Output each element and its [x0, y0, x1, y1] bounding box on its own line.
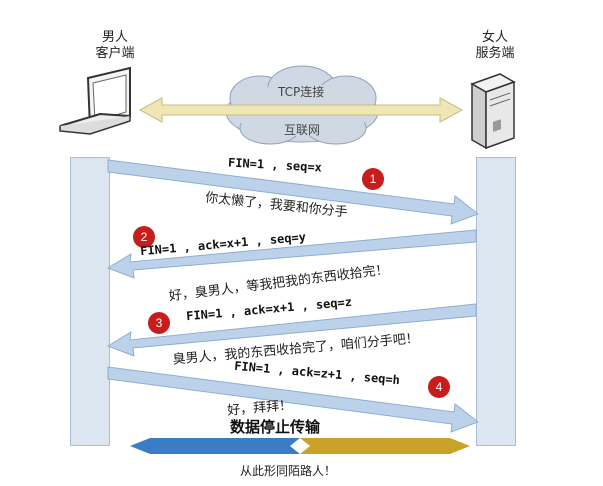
footer-subtitle: 从此形同陌路人！: [240, 464, 337, 478]
step-3-arrow: [106, 303, 477, 357]
step-4-arrow: [107, 366, 480, 433]
client-label-line2: 客户端: [95, 46, 135, 61]
server-label-line1: 女人: [481, 30, 508, 45]
step-3-badge: 3: [148, 312, 170, 334]
footer-title: 数据停止传输: [230, 418, 321, 436]
server-tower-icon: [470, 73, 516, 150]
step-2-badge: 2: [133, 226, 155, 248]
step-1-badge: 1: [362, 168, 384, 190]
step-4-badge: 4: [428, 376, 450, 398]
tcp-connection-label: TCP连接: [278, 85, 325, 99]
client-label: 男人 客户端: [80, 30, 150, 62]
footer-left-arrow: [130, 438, 300, 454]
laptop-icon: [59, 66, 131, 135]
step-1-arrow: [107, 159, 480, 225]
internet-label: 互联网: [284, 123, 321, 137]
footer-right-arrow: [300, 438, 470, 454]
server-label: 女人 服务端: [460, 30, 530, 62]
tcp-connection-arrow: [138, 97, 464, 123]
client-lifeline: [70, 157, 110, 446]
server-lifeline: [476, 157, 516, 446]
step-2-arrow: [106, 229, 477, 279]
client-label-line1: 男人: [101, 30, 128, 45]
server-label-line2: 服务端: [475, 46, 515, 61]
